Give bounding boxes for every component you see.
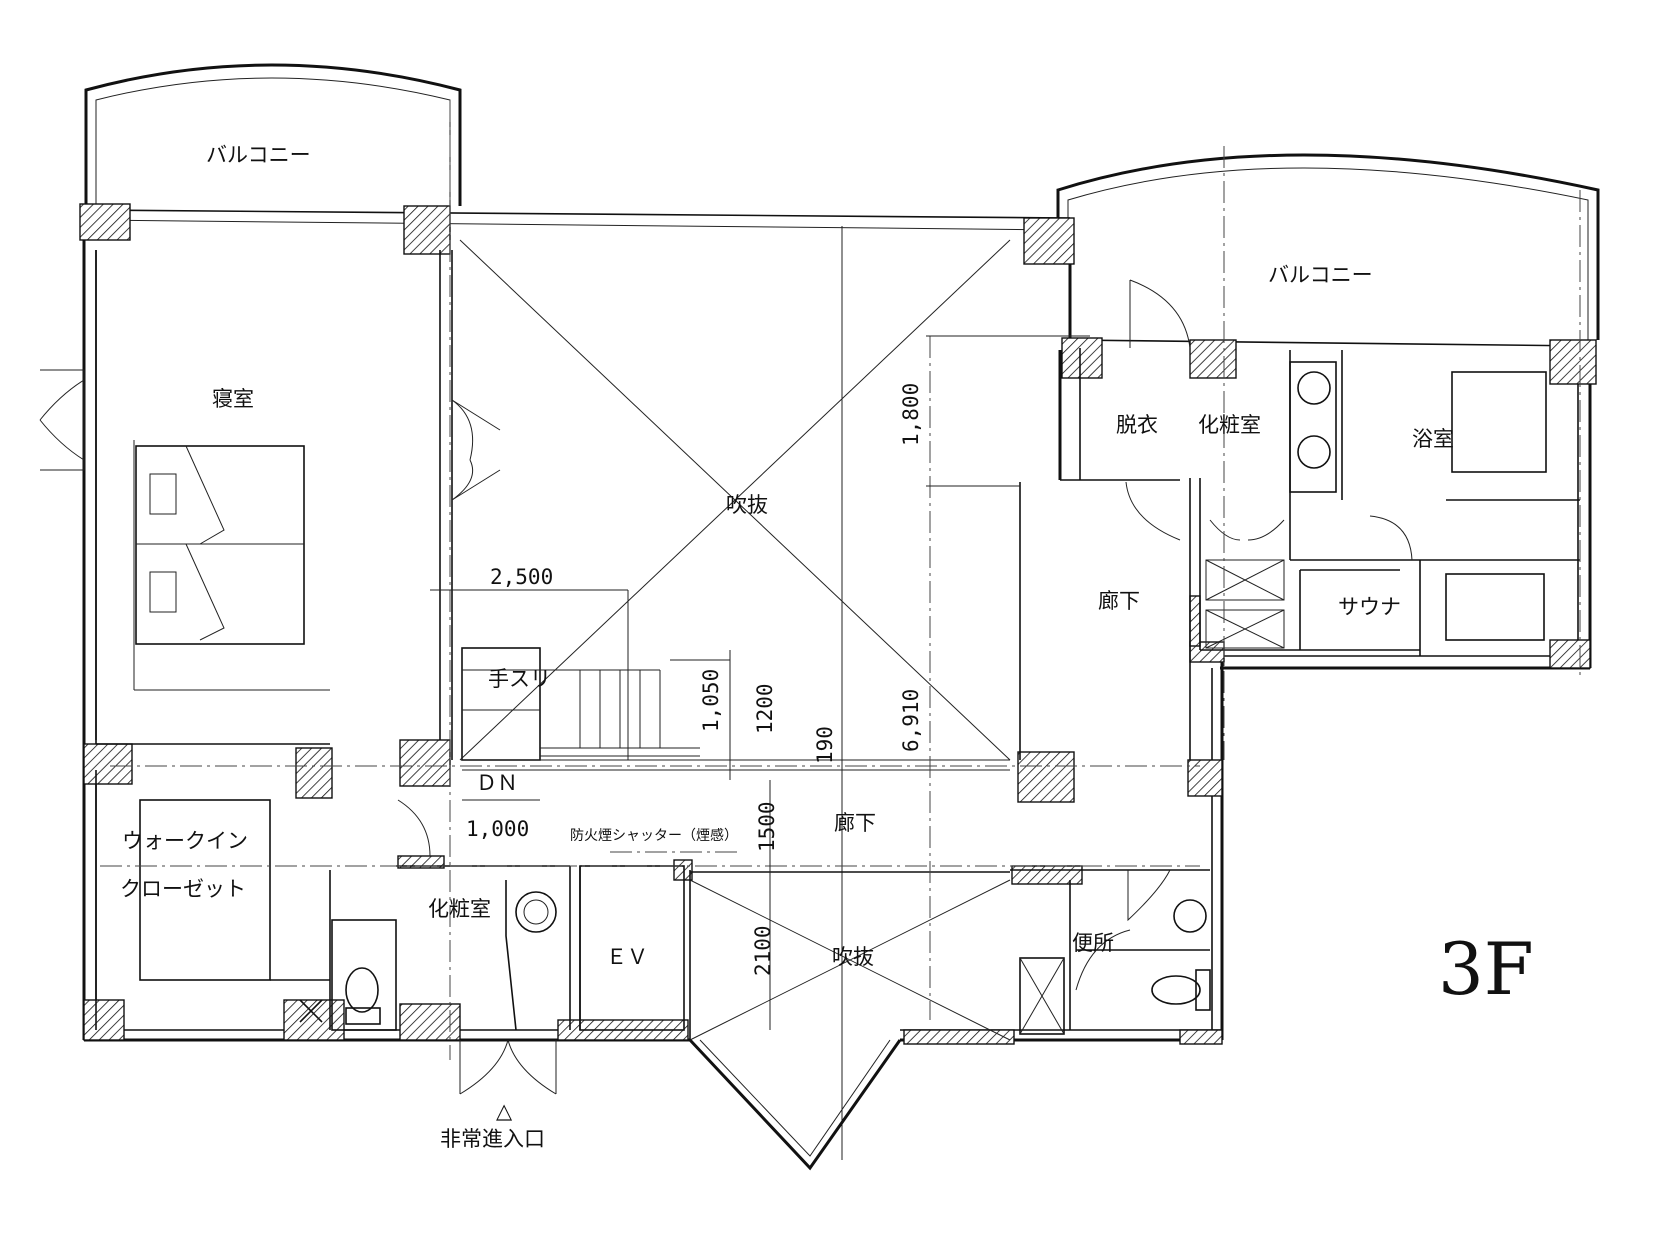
emergency-entry-label: 非常進入口 bbox=[440, 1127, 545, 1151]
guide-lines bbox=[100, 100, 1581, 1060]
corridor-right-label: 廊下 bbox=[1098, 589, 1140, 613]
bedroom-walls bbox=[95, 250, 453, 760]
balcony-right bbox=[1056, 153, 1600, 340]
toilet-label: 便所 bbox=[1072, 931, 1114, 955]
void-upper bbox=[459, 239, 1011, 761]
balcony-left bbox=[84, 63, 462, 206]
dressing-label: 脱衣 bbox=[1116, 413, 1158, 437]
handrail-label: 手スリ bbox=[488, 667, 551, 691]
dim-1000: 1,000 bbox=[466, 817, 529, 841]
void-upper-label: 吹抜 bbox=[726, 493, 768, 517]
dim-2100: 2100 bbox=[751, 925, 775, 976]
stair-dn-label: ＤＮ bbox=[476, 771, 518, 795]
void-lower-label: 吹抜 bbox=[832, 945, 874, 969]
bedroom-window bbox=[39, 369, 85, 471]
bottom-protrusion bbox=[688, 1038, 902, 1171]
dim-1200: 1200 bbox=[753, 683, 777, 734]
toilet-right-walls bbox=[1010, 869, 1211, 1035]
walkin-label-line2: クローゼット bbox=[120, 877, 246, 901]
bath-label: 浴室 bbox=[1412, 427, 1454, 451]
bedroom-side-doors bbox=[451, 399, 501, 501]
toilet-left bbox=[299, 919, 397, 1031]
dim-190: 190 bbox=[813, 726, 837, 764]
balcony-left-label: バルコニー bbox=[206, 143, 311, 167]
vanity-right-label: 化粧室 bbox=[1198, 413, 1261, 437]
stair bbox=[461, 647, 1010, 771]
dimension-labels: 2,500 1,050 1200 1,000 1500 190 6,910 1,… bbox=[466, 383, 923, 976]
balcony-right-label: バルコニー bbox=[1268, 263, 1373, 287]
dim-6910: 6,910 bbox=[899, 689, 923, 752]
emergency-mark: △ bbox=[496, 1099, 513, 1123]
void-lower bbox=[689, 870, 1011, 1041]
right-wing-walls bbox=[1019, 279, 1580, 760]
sauna-label: サウナ bbox=[1338, 595, 1401, 619]
walkin-closet-walls bbox=[95, 770, 331, 1030]
wall-columns bbox=[79, 203, 1597, 1045]
dim-1800: 1,800 bbox=[899, 383, 923, 446]
dim-1500: 1500 bbox=[755, 801, 779, 852]
room-labels: バルコニー バルコニー 寝室 ウォークイン クローゼット 化粧室 ＥＶ 吹抜 吹… bbox=[120, 143, 1454, 1151]
shutter-label: 防火煙シャッター（煙感） bbox=[570, 827, 738, 844]
dim-1050: 1,050 bbox=[699, 669, 723, 732]
ev-label: ＥＶ bbox=[606, 945, 648, 969]
vanity-left-label: 化粧室 bbox=[428, 897, 491, 921]
vanity-left-walls bbox=[396, 799, 581, 1095]
bed bbox=[135, 445, 305, 645]
bedroom-label: 寝室 bbox=[212, 387, 254, 411]
corridor-center-label: 廊下 bbox=[834, 811, 876, 835]
dim-2500: 2,500 bbox=[490, 565, 553, 589]
walkin-label-line1: ウォークイン bbox=[122, 829, 248, 853]
floor-label: 3F bbox=[1438, 927, 1534, 1011]
